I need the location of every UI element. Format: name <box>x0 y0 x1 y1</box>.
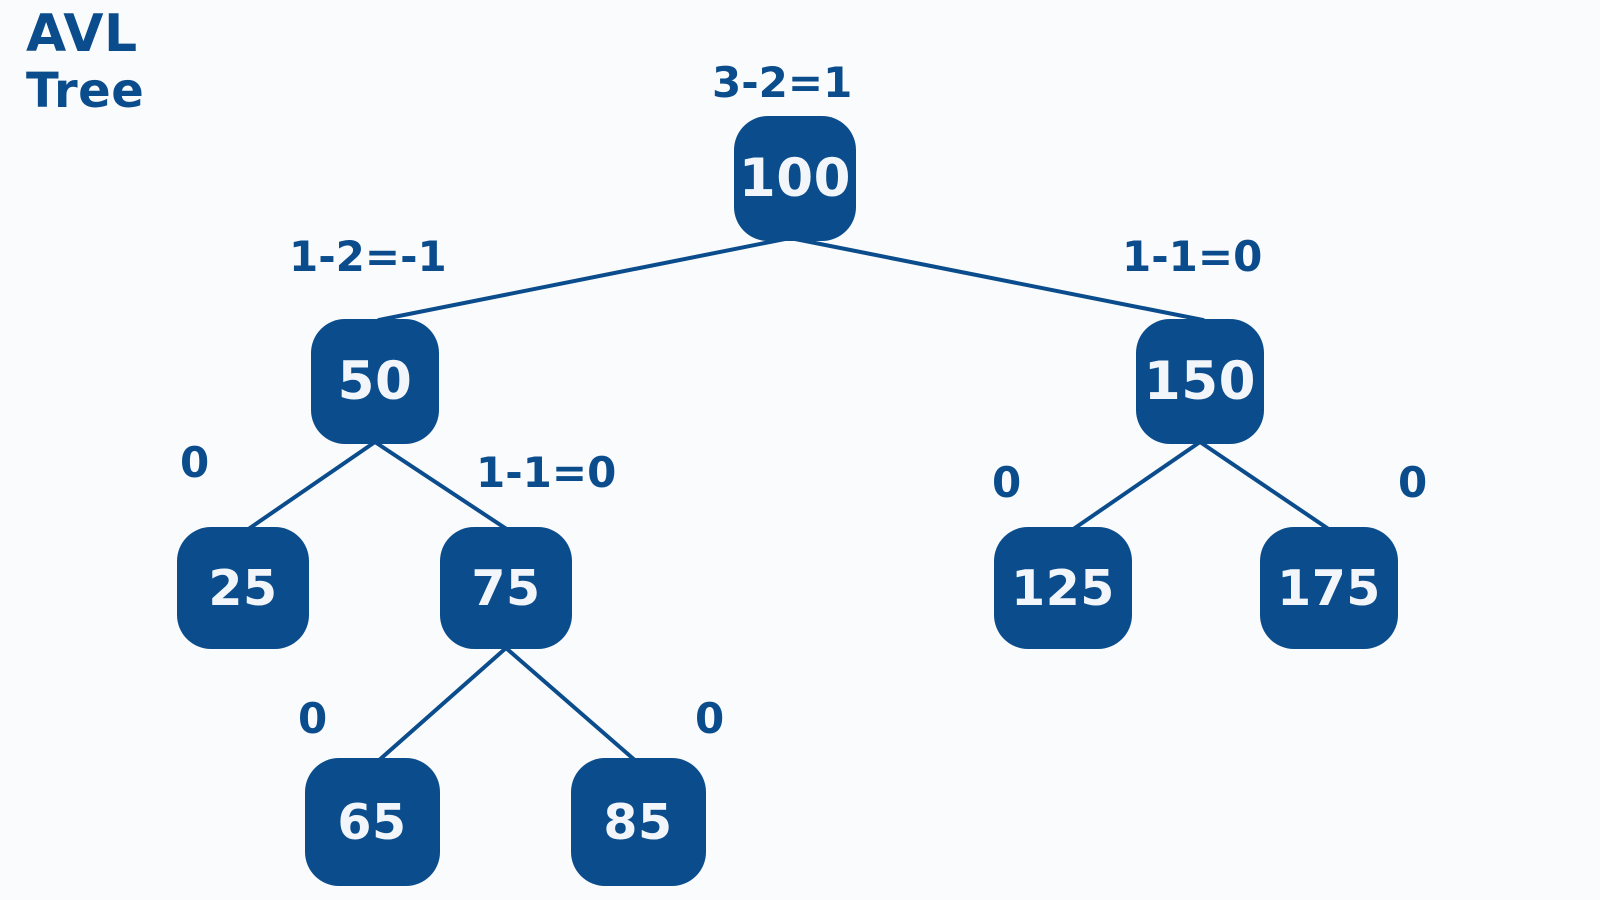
tree-node-value: 50 <box>337 350 413 412</box>
title-line-tree: Tree <box>26 63 145 120</box>
tree-edge-n50-n75 <box>373 440 510 532</box>
tree-node-75[interactable]: 75 <box>440 527 572 649</box>
balance-factor-label-100: 3-2=1 <box>712 58 853 107</box>
tree-node-value: 150 <box>1143 350 1257 412</box>
balance-factor-label-150: 1-1=0 <box>1122 232 1263 281</box>
tree-node-65[interactable]: 65 <box>304 758 440 886</box>
tree-node-value: 75 <box>471 559 541 617</box>
tree-node-value: 25 <box>208 559 278 617</box>
page-title: AVL Tree <box>26 4 145 120</box>
tree-node-175[interactable]: 175 <box>1260 527 1398 649</box>
tree-node-150[interactable]: 150 <box>1136 318 1264 444</box>
tree-edge-n150-n175 <box>1198 440 1332 532</box>
tree-edge-n100-n50 <box>377 236 792 322</box>
balance-factor-label-65: 0 <box>298 694 328 743</box>
tree-edge-n150-n125 <box>1070 440 1202 532</box>
tree-node-50[interactable]: 50 <box>311 318 439 444</box>
tree-edge-n75-n85 <box>504 646 639 764</box>
tree-edge-n100-n150 <box>788 236 1205 322</box>
title-line-avl: AVL <box>26 4 138 64</box>
tree-node-85[interactable]: 85 <box>570 758 706 886</box>
tree-node-100[interactable]: 100 <box>734 115 856 241</box>
tree-node-value: 175 <box>1277 559 1381 617</box>
balance-factor-label-85: 0 <box>695 694 725 743</box>
balance-factor-label-50: 1-2=-1 <box>289 232 447 281</box>
tree-node-25[interactable]: 25 <box>177 527 309 649</box>
tree-node-value: 65 <box>337 793 407 851</box>
balance-factor-label-175: 0 <box>1398 458 1428 507</box>
tree-node-value: 85 <box>603 793 673 851</box>
tree-node-value: 125 <box>1011 559 1115 617</box>
tree-edge-n75-n65 <box>375 646 508 764</box>
balance-factor-label-75: 1-1=0 <box>476 448 617 497</box>
tree-node-125[interactable]: 125 <box>994 527 1132 649</box>
tree-edge-n50-n25 <box>245 440 377 532</box>
balance-factor-label-125: 0 <box>992 458 1022 507</box>
tree-node-value: 100 <box>738 147 852 209</box>
balance-factor-label-25: 0 <box>180 438 210 487</box>
